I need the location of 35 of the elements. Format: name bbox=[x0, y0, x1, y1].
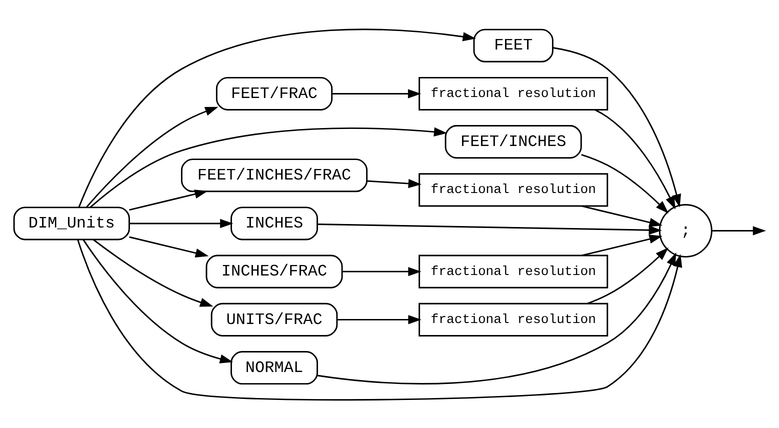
node-box: UNITS/FRAC bbox=[210, 302, 338, 336]
arrow bbox=[129, 218, 234, 228]
node-box: fractional resolution bbox=[418, 172, 608, 206]
node-box: fractional resolution bbox=[418, 76, 608, 110]
arrow bbox=[77, 239, 682, 400]
arrow bbox=[78, 28, 476, 207]
node-box: FEET bbox=[473, 28, 554, 62]
arrow bbox=[552, 46, 682, 207]
node-box: INCHES bbox=[230, 206, 318, 240]
arrow bbox=[582, 234, 662, 256]
arrow bbox=[129, 236, 209, 257]
node-box: FEET/INCHES bbox=[444, 124, 582, 158]
arrow bbox=[90, 126, 448, 208]
node-circle: ; bbox=[658, 204, 712, 258]
arrow bbox=[317, 252, 676, 384]
arrow bbox=[337, 314, 422, 324]
arrow bbox=[594, 108, 676, 209]
arrow bbox=[129, 189, 208, 210]
arrow bbox=[581, 153, 669, 213]
node-box: NORMAL bbox=[230, 350, 318, 384]
node-box: INCHES/FRAC bbox=[206, 254, 343, 288]
arrow bbox=[92, 238, 214, 306]
node-box: DIM_Units bbox=[13, 206, 130, 240]
arrow bbox=[86, 106, 218, 208]
arrow bbox=[582, 204, 662, 226]
node-box: fractional resolution bbox=[418, 302, 608, 336]
arrow bbox=[318, 222, 662, 234]
node-box: FEET/FRAC bbox=[216, 76, 333, 110]
arrow bbox=[712, 226, 766, 235]
arrow bbox=[367, 178, 422, 188]
node-box: fractional resolution bbox=[418, 254, 608, 288]
node-box: FEET/INCHES/FRAC bbox=[180, 158, 368, 192]
arrow bbox=[342, 266, 422, 276]
arrow bbox=[332, 88, 422, 98]
arrow bbox=[82, 238, 234, 363]
